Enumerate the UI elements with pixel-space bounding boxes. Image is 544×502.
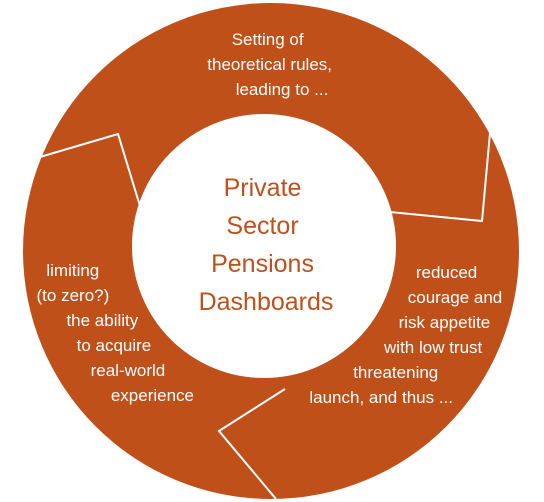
divider-top-right xyxy=(379,132,491,223)
segment-line: courage and xyxy=(408,288,503,307)
divider-bottom xyxy=(217,388,286,500)
segment-line: theoretical rules, xyxy=(207,55,332,74)
center-line: Sector xyxy=(226,212,298,240)
segment-line: Setting of xyxy=(232,30,304,49)
segment-line: real-world xyxy=(91,361,166,380)
segment-line: to acquire xyxy=(77,336,152,355)
center-circle xyxy=(132,114,396,378)
segment-line: risk appetite xyxy=(399,313,491,332)
segment-line: the ability xyxy=(66,311,138,330)
segment-line: (to zero?) xyxy=(37,286,110,305)
segment-line: experience xyxy=(111,386,194,405)
center-line: Dashboards xyxy=(199,288,334,316)
divider-top-left xyxy=(5,132,141,207)
segment-line: leading to ... xyxy=(236,80,329,99)
segment-line: reduced xyxy=(416,263,477,282)
segment-line: threatening xyxy=(353,363,438,382)
center-title: Private Sector Pensions Dashboards xyxy=(199,174,334,316)
segment-right-text: reduced courage and risk appetite with l… xyxy=(309,263,507,407)
segment-left-text: limiting (to zero?) the ability to acqui… xyxy=(37,261,194,405)
center-line: Pensions xyxy=(211,250,314,278)
segment-line: limiting xyxy=(46,261,99,280)
segment-line: launch, and thus ... xyxy=(309,388,453,407)
segment-line: with low trust xyxy=(383,338,483,357)
center-line: Private xyxy=(224,174,302,202)
segment-top-text: Setting of theoretical rules, leading to… xyxy=(207,30,336,99)
